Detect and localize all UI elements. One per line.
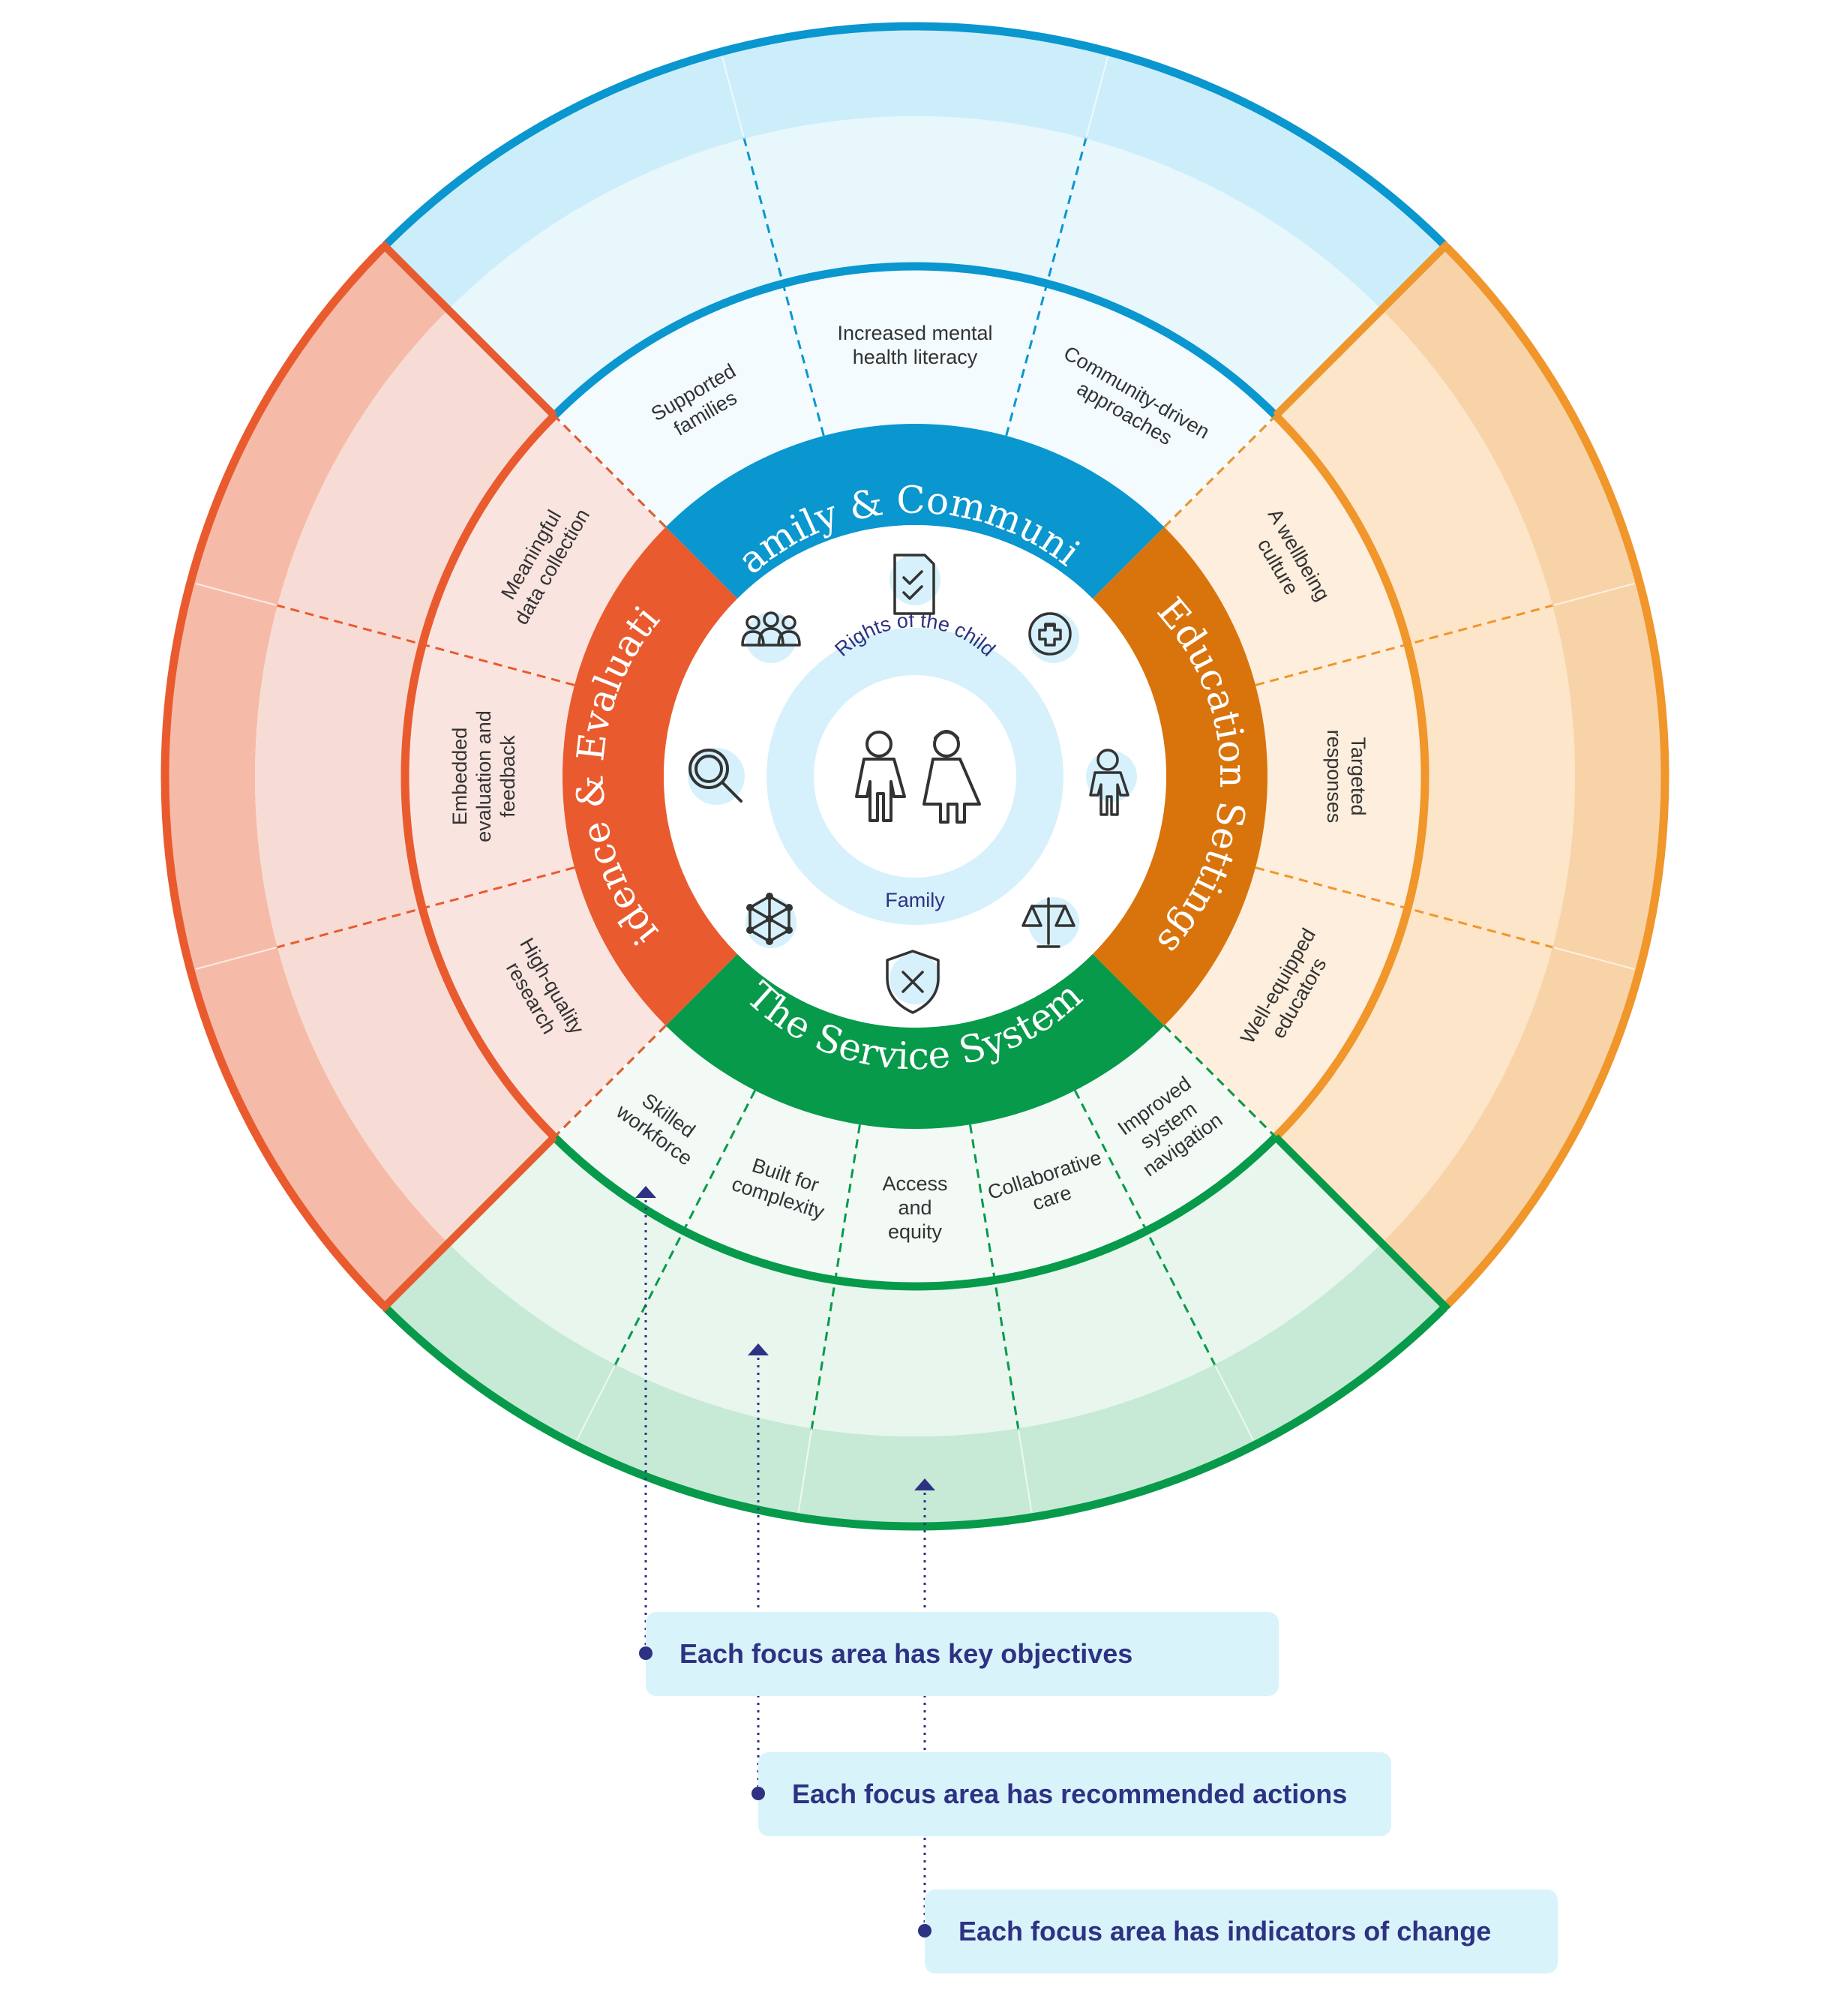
category-band-service: [665, 953, 1165, 1129]
outer-divider-service: [797, 1428, 813, 1512]
outer-border-evidence: [160, 243, 388, 1310]
inner-border-family: [551, 262, 1279, 419]
wedge-edge-education: [1273, 240, 1451, 419]
objective-label-line: Targeted: [1347, 737, 1370, 815]
arrow-up-icon: [635, 1186, 656, 1198]
outer-divider-service: [1017, 1428, 1033, 1512]
magnifier-icon: [688, 748, 745, 805]
objective-divider-family: [741, 131, 825, 437]
outer-divider-family: [722, 56, 746, 140]
objective-label-line: Increased mental: [837, 322, 992, 344]
family-label: Family: [885, 889, 945, 911]
objective-label-line: evaluation and: [472, 710, 495, 842]
objective-divider-evidence: [269, 866, 575, 950]
callout-indicators-of-change: Each focus area has indicators of change: [925, 1889, 1558, 1973]
network-icon: [746, 893, 796, 948]
callout-text: Each focus area has recommended actions: [792, 1778, 1348, 1809]
callout-key-objectives: Each focus area has key objectives: [646, 1612, 1279, 1696]
outer-border-education: [1442, 243, 1670, 1310]
callout-dot: [918, 1924, 932, 1937]
outer-ring-education: [1382, 243, 1669, 1310]
objective-divider-education: [1163, 415, 1276, 528]
objective-divider-evidence: [554, 415, 667, 528]
wedge-edge-service: [1273, 1134, 1451, 1313]
callout-recommended-actions: Each focus area has recommended actions: [758, 1752, 1391, 1836]
outer-divider-evidence: [195, 946, 278, 970]
objective-label-line: and: [898, 1196, 932, 1219]
checklist-icon: [890, 554, 940, 615]
arrow-up-icon: [748, 1343, 769, 1355]
objective-divider-service: [610, 1090, 756, 1372]
outer-divider-education: [1552, 946, 1635, 970]
outer-divider-service: [576, 1364, 616, 1441]
callout-dot: [639, 1646, 652, 1660]
callout-pointer-arrows: [635, 1186, 935, 1490]
wedge-edge-evidence: [379, 240, 557, 419]
outer-divider-education: [1552, 583, 1635, 607]
ring-dividers: [195, 56, 1635, 1512]
objective-divider-service: [809, 1124, 861, 1436]
outer-divider-service: [1214, 1364, 1254, 1441]
callout-pointers: [644, 1193, 926, 1926]
objective-label-line: feedback: [496, 735, 519, 818]
category-band-education: [1092, 527, 1268, 1026]
child-icon: [1086, 749, 1137, 816]
objective-divider-evidence: [554, 1025, 667, 1138]
children-icon: [855, 730, 981, 824]
category-band-evidence: [562, 527, 738, 1026]
wedge-edge-evidence: [379, 1134, 557, 1313]
objective-label-line: Access: [882, 1172, 947, 1195]
objective-divider-evidence: [269, 602, 575, 686]
objective-divider-family: [1005, 131, 1089, 437]
inner-border-service: [551, 1133, 1279, 1291]
objective-ring-education: [1164, 416, 1426, 1137]
objective-label-line: health literacy: [853, 346, 978, 368]
core-inner: [814, 675, 1016, 878]
objective-divider-service: [1074, 1090, 1220, 1372]
callout-text: Each focus area has key objectives: [680, 1638, 1133, 1669]
outer-ring-service: [382, 1243, 1448, 1531]
callout-dot: [752, 1787, 765, 1800]
outer-ring-evidence: [161, 243, 448, 1310]
objective-ring-service: [554, 1025, 1276, 1287]
objective-label-line: responses: [1323, 730, 1346, 824]
outer-border-family: [382, 22, 1448, 249]
outer-divider-evidence: [195, 583, 278, 607]
objective-label-line: equity: [888, 1220, 943, 1243]
objective-divider-service: [1163, 1025, 1276, 1138]
objective-ring-evidence: [404, 416, 666, 1137]
objective-divider-service: [969, 1124, 1021, 1436]
group-icon: [741, 611, 801, 663]
arrow-up-icon: [914, 1478, 935, 1490]
outer-divider-family: [1084, 56, 1108, 140]
objective-divider-education: [1255, 866, 1561, 950]
outer-ring-family: [382, 22, 1448, 310]
inner-border-education: [1272, 413, 1430, 1140]
objective-divider-education: [1255, 602, 1561, 686]
objective-label-line: Embedded: [448, 728, 471, 826]
medical-plus-icon: [1028, 612, 1079, 663]
shield-icon: [886, 950, 940, 1014]
category-band-family: [665, 424, 1165, 599]
callout-text: Each focus area has indicators of change: [958, 1916, 1492, 1946]
scales-icon: [1022, 897, 1079, 948]
inner-border-evidence: [400, 413, 558, 1140]
outer-border-service: [382, 1304, 1448, 1531]
objective-ring-family: [554, 266, 1276, 527]
